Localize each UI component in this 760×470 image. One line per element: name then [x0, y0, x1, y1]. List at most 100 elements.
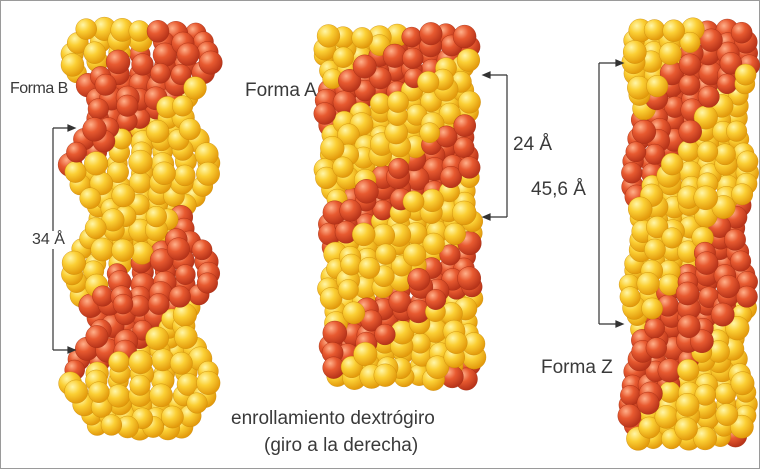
atom-yellow: [638, 416, 661, 439]
atom-red: [388, 157, 409, 179]
atom-yellow: [443, 222, 466, 245]
atom-red: [313, 102, 336, 125]
atom-yellow: [661, 227, 683, 249]
atom-yellow: [623, 40, 647, 64]
atom-yellow: [129, 374, 151, 396]
atom-red: [131, 53, 154, 76]
atom-red: [724, 228, 746, 251]
atom-yellow: [679, 32, 701, 53]
atom-yellow: [342, 301, 366, 325]
atom-red: [439, 165, 462, 188]
atom-yellow: [736, 150, 759, 173]
atom-yellow: [636, 272, 660, 296]
atom-yellow: [730, 371, 755, 396]
atom-yellow: [352, 222, 376, 247]
atom-red: [198, 50, 223, 75]
atom-red: [168, 285, 191, 308]
atom-yellow: [726, 120, 748, 142]
atom-yellow: [658, 42, 682, 65]
atom-yellow: [654, 405, 679, 429]
atom-yellow: [88, 381, 110, 403]
helix-form-a: [313, 22, 487, 391]
atom-yellow: [145, 206, 167, 228]
atom-yellow: [172, 95, 194, 117]
caption-line-1: enrollamiento dextrógiro: [231, 408, 435, 429]
atom-yellow: [425, 355, 450, 379]
atom-yellow: [386, 91, 409, 113]
atom-red: [694, 251, 719, 275]
dimension-arrow-z: [598, 59, 625, 328]
atom-yellow: [643, 19, 666, 41]
dimension-label-z: 45,6 Å: [529, 179, 588, 201]
atom-yellow: [106, 384, 131, 408]
atom-red: [407, 268, 431, 291]
atom-red: [697, 85, 720, 108]
atom-yellow: [100, 414, 122, 436]
atom-red: [352, 54, 377, 79]
atom-red: [150, 63, 171, 84]
helix-form-z: [617, 17, 760, 451]
atom-yellow: [456, 48, 480, 72]
atom-yellow: [452, 200, 477, 226]
label-forma-a: Forma A: [245, 80, 317, 101]
atom-red: [147, 293, 170, 315]
atom-red: [87, 98, 109, 120]
atom-red: [354, 179, 379, 204]
atom-yellow: [734, 63, 757, 86]
atom-red: [458, 156, 481, 179]
atom-yellow: [419, 122, 441, 143]
atom-yellow: [84, 217, 107, 239]
atom-yellow: [111, 238, 135, 262]
atom-red: [402, 47, 424, 69]
dimension-label-a: 24 Å: [513, 134, 553, 155]
atom-red: [191, 239, 213, 261]
atom-red: [716, 274, 740, 299]
atom-yellow: [183, 76, 207, 100]
atom-yellow: [358, 256, 380, 279]
atom-yellow: [373, 363, 397, 387]
atom-yellow: [677, 359, 700, 382]
atom-red: [453, 114, 477, 137]
atom-yellow: [694, 384, 716, 406]
atom-yellow: [196, 161, 220, 186]
atom-yellow: [417, 71, 440, 94]
atom-yellow: [108, 351, 130, 373]
label-forma-b: Forma B: [10, 80, 68, 97]
helix-form-b: [57, 16, 223, 441]
atom-yellow: [169, 351, 193, 375]
atom-yellow: [145, 326, 169, 351]
atom-red: [374, 323, 396, 346]
atom-red: [735, 285, 758, 308]
atom-yellow: [186, 392, 208, 414]
caption-line-2: (giro a la derecha): [264, 435, 419, 456]
atom-yellow: [111, 183, 136, 208]
dimension-label-b: 34 Å: [31, 231, 66, 249]
atom-yellow: [64, 160, 87, 183]
atom-red: [678, 74, 701, 96]
atom-red: [112, 293, 134, 315]
atom-yellow: [84, 151, 109, 176]
atom-yellow: [646, 75, 669, 98]
atom-red: [105, 49, 131, 75]
atom-red: [439, 244, 461, 266]
atom-yellow: [375, 243, 397, 265]
atom-red: [66, 141, 87, 163]
atom-yellow: [351, 27, 373, 49]
atom-yellow: [337, 279, 359, 300]
atom-red: [617, 403, 642, 428]
atom-red: [174, 264, 196, 285]
atom-yellow: [174, 325, 198, 349]
atom-red: [675, 281, 700, 306]
atom-yellow: [340, 253, 363, 276]
atom-red: [196, 272, 218, 294]
atom-yellow: [315, 166, 338, 189]
atom-red: [678, 119, 702, 144]
atom-red: [322, 320, 347, 346]
atom-yellow: [693, 426, 717, 451]
atom-red: [425, 289, 447, 310]
atom-yellow: [90, 237, 115, 262]
atom-yellow: [316, 24, 341, 48]
atom-yellow: [64, 379, 88, 404]
